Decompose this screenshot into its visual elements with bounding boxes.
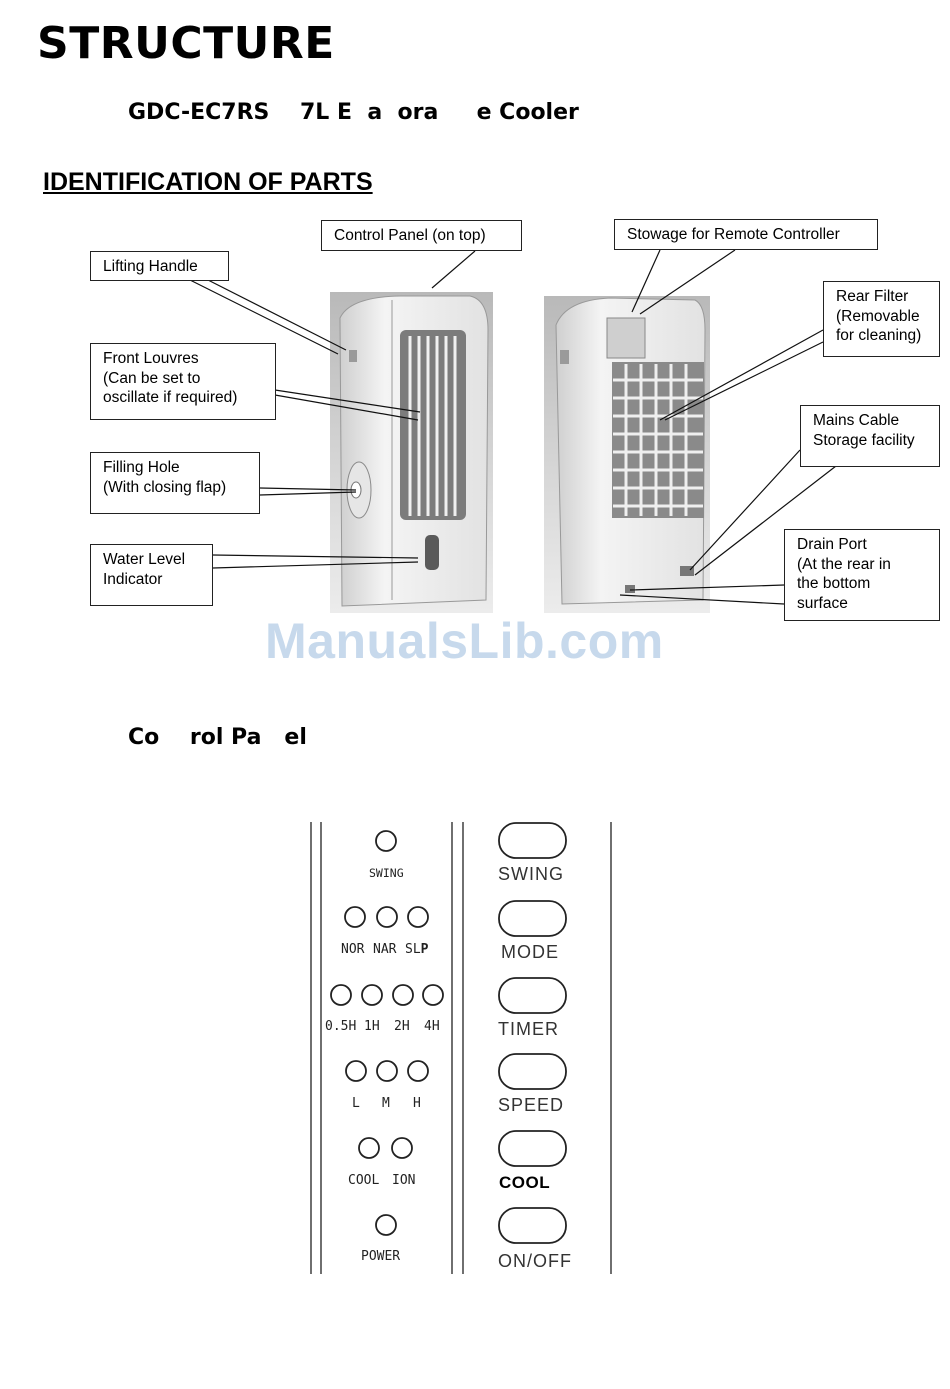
led-0-5h <box>330 984 352 1006</box>
led-low <box>345 1060 367 1082</box>
panel-buttons <box>498 822 567 1244</box>
label-swing-led: SWING <box>369 866 404 880</box>
callout-front-louvres: Front Louvres (Can be set to oscillate i… <box>90 343 276 420</box>
label-swing-button: SWING <box>498 864 564 884</box>
led-power <box>375 1214 397 1236</box>
section-heading: IDENTIFICATION OF PARTS <box>43 168 373 196</box>
parts-photos <box>189 249 837 613</box>
label-timer-button: TIMER <box>498 1019 559 1039</box>
indicator-leds <box>330 830 444 1236</box>
callout-control-panel: Control Panel (on top) <box>321 220 522 251</box>
led-1h <box>361 984 383 1006</box>
control-panel-diagram <box>310 822 612 1274</box>
model-subtitle: GDC-EC7RS 7L E a ora e Cooler <box>128 100 579 125</box>
led-4h <box>422 984 444 1006</box>
label-high: H <box>413 1096 421 1111</box>
callout-drain-port: Drain Port (At the rear in the bottom su… <box>784 529 940 621</box>
led-mid <box>376 1060 398 1082</box>
callout-lifting-handle: Lifting Handle <box>90 251 229 281</box>
label-speed-button: SPEED <box>498 1095 565 1115</box>
callout-filling-hole: Filling Hole (With closing flap) <box>90 452 260 514</box>
label-onoff-button: ON/OFF <box>498 1251 572 1271</box>
led-2h <box>392 984 414 1006</box>
label-slp: SLP <box>405 942 429 957</box>
callout-stowage: Stowage for Remote Controller <box>614 219 878 250</box>
label-power: POWER <box>361 1249 401 1264</box>
label-ion: ION <box>392 1173 416 1188</box>
led-high <box>407 1060 429 1082</box>
led-swing <box>375 830 397 852</box>
led-cool <box>358 1137 380 1159</box>
cool-button[interactable] <box>498 1130 567 1167</box>
rear-unit-photo <box>544 296 710 613</box>
label-nor: NOR <box>341 942 365 957</box>
label-cool-led: COOL <box>348 1173 380 1188</box>
label-nar: NAR <box>373 942 397 957</box>
front-unit-photo <box>330 292 493 613</box>
callout-mains-cable: Mains Cable Storage facility <box>800 405 940 467</box>
label-mid: M <box>382 1096 390 1111</box>
label-1h: 1H <box>364 1019 380 1034</box>
led-nar <box>376 906 398 928</box>
mode-button[interactable] <box>498 900 567 937</box>
led-ion <box>391 1137 413 1159</box>
timer-button[interactable] <box>498 977 567 1014</box>
label-cool-button: COOL <box>499 1173 551 1192</box>
label-2h: 2H <box>394 1019 410 1034</box>
callout-rear-filter: Rear Filter (Removable for cleaning) <box>823 281 940 357</box>
leader-lines <box>189 249 837 605</box>
page-title: STRUCTURE <box>37 18 335 69</box>
label-mode-button: MODE <box>501 942 559 962</box>
onoff-button[interactable] <box>498 1207 567 1244</box>
watermark: ManualsLib.com <box>265 613 664 669</box>
label-4h: 4H <box>424 1019 440 1034</box>
led-slp <box>407 906 429 928</box>
led-nor <box>344 906 366 928</box>
label-0-5h: 0.5H <box>325 1019 357 1034</box>
callout-water-level: Water Level Indicator <box>90 544 213 606</box>
speed-button[interactable] <box>498 1053 567 1090</box>
control-panel-heading: Co rol Pa el <box>128 725 307 750</box>
label-low: L <box>352 1096 360 1111</box>
swing-button[interactable] <box>498 822 567 859</box>
